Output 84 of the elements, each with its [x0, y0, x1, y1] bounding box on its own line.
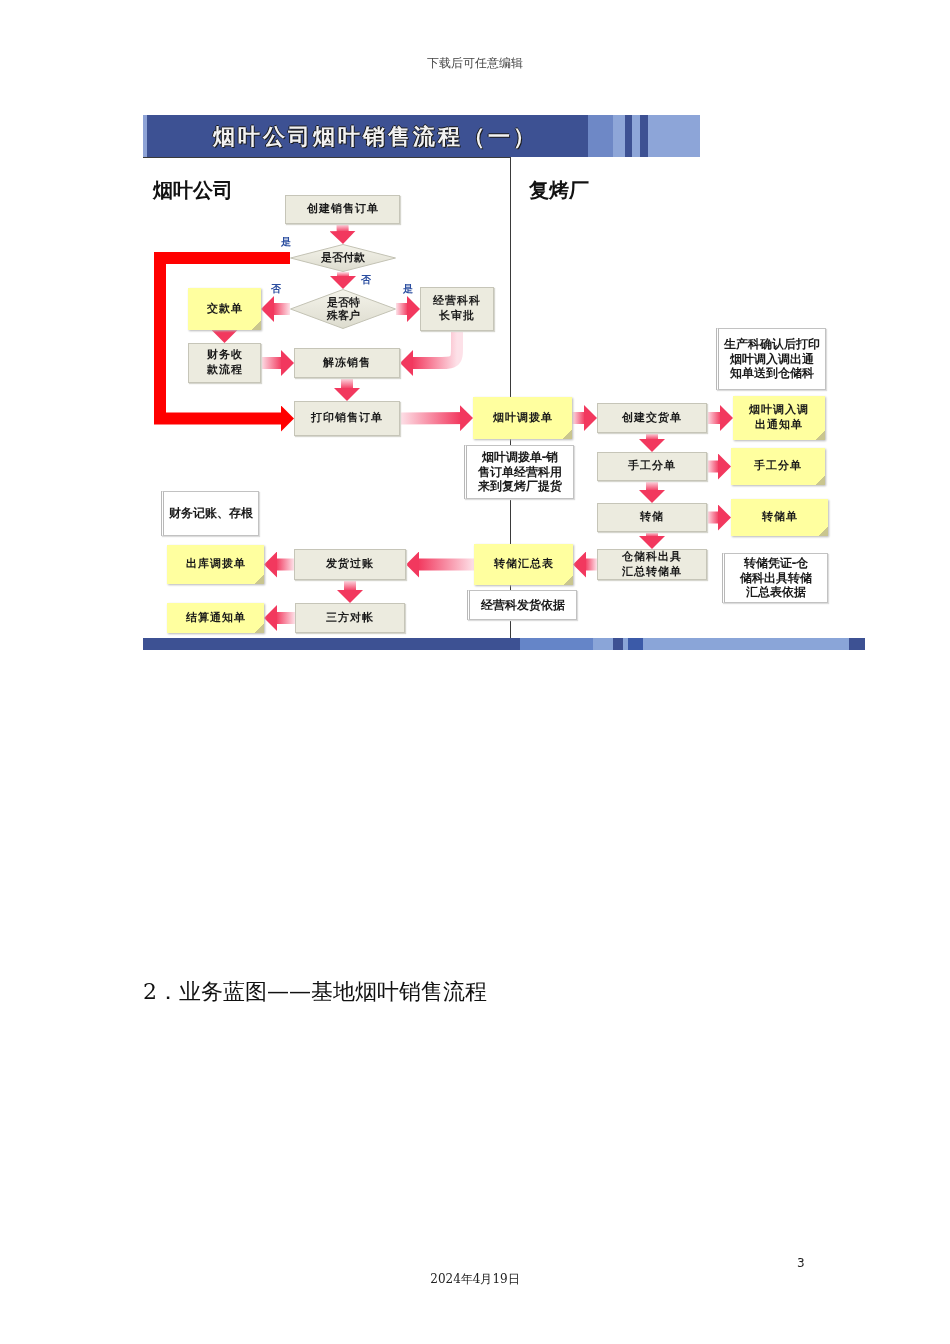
decision-diamond: [290, 244, 396, 272]
diagram-title: 烟叶公司烟叶销售流程（一）: [213, 123, 538, 151]
process-box: [420, 287, 494, 331]
arrow: [264, 605, 295, 631]
document-note: [731, 499, 828, 536]
decision-diamond: [290, 289, 396, 329]
node-label: 仓储科出具汇总转储单: [621, 549, 683, 580]
lane-title: 烟叶公司: [153, 177, 233, 204]
process-box: [285, 195, 400, 224]
node-label: 财务收款流程: [205, 348, 244, 378]
annotation-note: [161, 491, 259, 536]
process-box: [294, 549, 406, 580]
header-text: 下载后可任意编辑: [427, 55, 523, 72]
annotation-note: [722, 553, 828, 603]
node-label: 烟叶调拨单-销售订单经营科用来到复烤厂提货: [477, 450, 563, 494]
node-label: 财务记账、存根: [169, 506, 253, 521]
node-label: 发货过账: [326, 557, 374, 572]
process-box: [294, 401, 400, 436]
arrow: [406, 551, 474, 578]
node-label: 经营科发货依据: [481, 597, 565, 613]
node-label: 创建销售订单: [306, 202, 379, 217]
document-note: [474, 544, 573, 585]
edge-label: 是: [402, 283, 414, 294]
arrow: [334, 378, 360, 401]
node-label: 手工分单: [628, 459, 676, 474]
node-label: 解冻销售: [323, 355, 371, 371]
node-label: 烟叶调入调出通知单: [748, 403, 810, 433]
node-label: 是否付款: [321, 251, 365, 265]
document-note: [167, 545, 264, 584]
date-text: 2024年4月19日: [430, 1271, 520, 1288]
process-box: [597, 452, 707, 481]
node-label: 结算通知单: [185, 610, 246, 626]
arrow: [264, 551, 294, 578]
arrow: [396, 296, 420, 322]
process-box: [597, 503, 707, 532]
arrow: [399, 405, 474, 432]
node-label: 转储凭证-仓储科出具转储汇总表依据: [739, 556, 813, 600]
arrow: [330, 272, 356, 289]
process-box: [188, 343, 261, 383]
document-note: [167, 603, 264, 633]
node-label: 经营科科长审批: [432, 294, 482, 324]
node-label: 转储: [640, 510, 664, 525]
lane-title: 复烤厂: [529, 177, 589, 204]
arrow: [639, 532, 665, 549]
node-label: 三方对帐: [326, 610, 374, 626]
node-label: 转储单: [761, 510, 798, 525]
page-number: 3: [797, 1256, 805, 1270]
arrow: [572, 405, 597, 431]
node-label: 转储汇总表: [493, 557, 554, 572]
arrow: [261, 296, 290, 322]
node-label: 创建交货单: [622, 410, 682, 426]
arrow: [639, 481, 665, 503]
edge-label: 否: [270, 283, 282, 294]
section-heading: 2．业务蓝图——基地烟叶销售流程: [143, 978, 487, 1006]
document-note: [733, 396, 825, 440]
arrow: [707, 504, 731, 531]
document-note: [473, 397, 572, 439]
node-label: 生产科确认后打印烟叶调入调出通知单送到仓储科: [723, 337, 821, 381]
node-label: 烟叶调拨单: [492, 410, 553, 426]
document-note: [731, 448, 825, 485]
process-box: [294, 348, 400, 378]
edge-label: 是: [280, 236, 292, 247]
annotation-note: [464, 445, 574, 499]
arrow: [329, 223, 356, 245]
node-label: 出库调拨单: [185, 557, 246, 572]
process-box: [295, 603, 405, 633]
document-note: [188, 288, 261, 330]
arrow: [707, 405, 733, 431]
arrow: [211, 330, 238, 343]
process-box: [597, 403, 707, 433]
annotation-note: [467, 590, 577, 620]
node-label: 交款单: [206, 301, 243, 317]
node-label: 打印销售订单: [311, 411, 383, 426]
arrow: [261, 350, 294, 376]
node-label: 是否特殊客户: [325, 295, 361, 323]
arrow: [639, 433, 665, 452]
annotation-note: [716, 328, 826, 390]
node-label: 手工分单: [754, 459, 802, 474]
arrow: [154, 252, 294, 432]
arrow: [707, 453, 731, 480]
edge-label: 否: [360, 274, 372, 285]
arrow: [337, 580, 363, 603]
process-box: [597, 549, 707, 580]
arrow: [573, 551, 597, 578]
